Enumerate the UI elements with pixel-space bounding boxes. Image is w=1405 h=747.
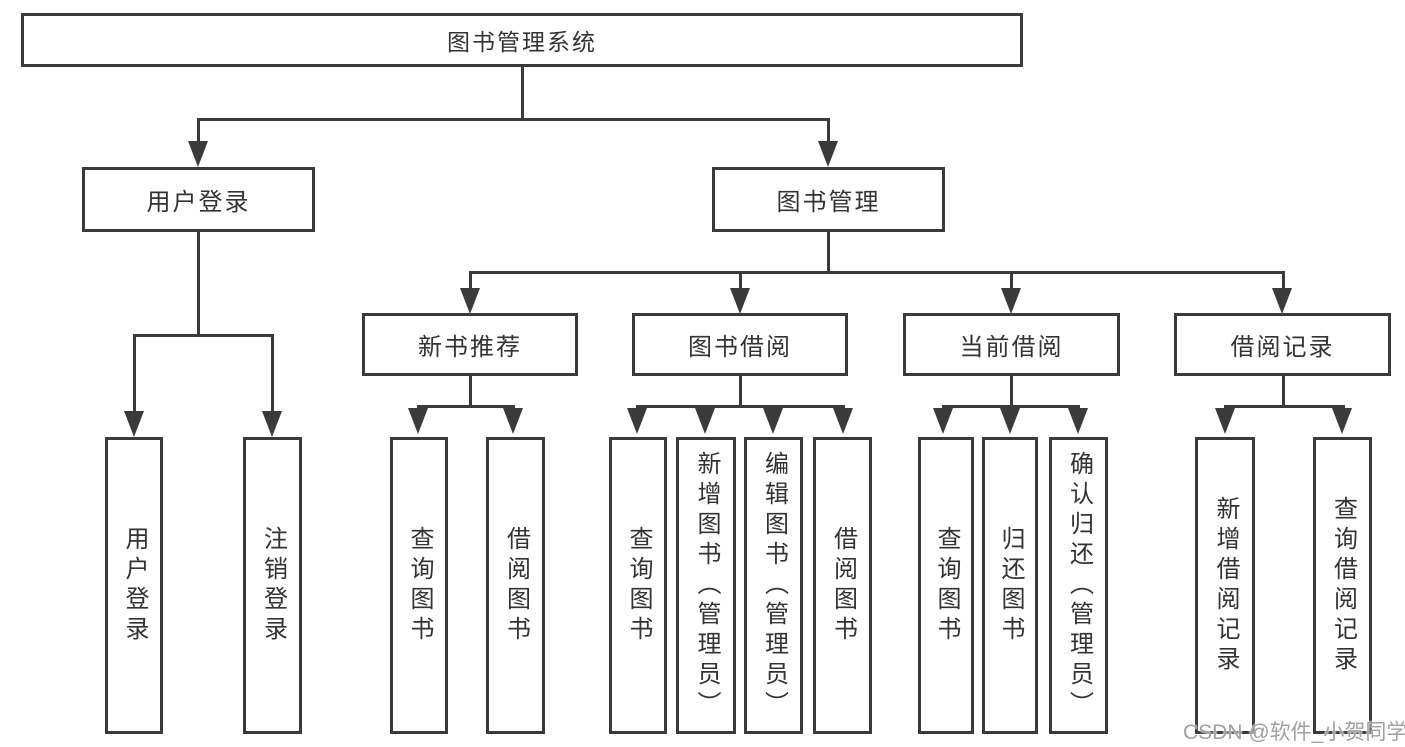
connector-line	[1282, 374, 1285, 408]
arrowhead-down-icon	[1332, 408, 1352, 434]
node-label: 新增借阅记录	[1212, 495, 1239, 676]
connector-line	[1010, 374, 1013, 408]
arrowhead-down-icon	[695, 408, 715, 434]
leaf-return-books: 归还图书	[982, 437, 1038, 734]
connector-line	[469, 271, 1285, 274]
arrowhead-down-icon	[763, 408, 783, 434]
arrowhead-down-icon	[730, 288, 750, 314]
watermark-text: CSDN @软件_小贺同学	[1183, 721, 1405, 744]
node-new-book-recommend: 新书推荐	[362, 313, 578, 376]
connector-line	[271, 334, 274, 413]
node-current-borrowing: 当前借阅	[903, 313, 1120, 376]
arrowhead-down-icon	[1001, 288, 1021, 314]
connector-line	[1010, 271, 1013, 291]
node-label: 归还图书	[997, 525, 1024, 646]
node-label: 查询图书	[406, 525, 433, 646]
connector-line	[197, 118, 200, 146]
node-book-borrowing: 图书借阅	[632, 313, 848, 376]
connector-line	[1282, 271, 1285, 291]
node-borrowing-records: 借阅记录	[1174, 313, 1391, 376]
arrowhead-down-icon	[188, 141, 208, 167]
node-label: 图书管理	[776, 189, 881, 216]
connector-line	[133, 334, 274, 337]
node-label: 用户登录	[121, 525, 148, 646]
connector-line	[739, 271, 742, 291]
node-label: 借阅图书	[502, 525, 530, 646]
node-label: 用户登录	[146, 189, 251, 216]
node-label: 新书推荐	[418, 334, 522, 361]
leaf-logout: 注销登录	[243, 437, 302, 734]
node-label: 查询借阅记录	[1329, 495, 1357, 676]
connector-line	[521, 65, 524, 121]
arrowhead-down-icon	[818, 141, 838, 167]
leaf-query-books-2: 查询图书	[609, 437, 667, 734]
arrowhead-down-icon	[124, 411, 144, 437]
leaf-user-login: 用户登录	[105, 437, 163, 734]
node-label: 图书借阅	[688, 334, 792, 361]
arrowhead-down-icon	[460, 288, 480, 314]
leaf-query-books-3: 查询图书	[918, 437, 974, 734]
connector-line	[942, 405, 1080, 408]
connector-line	[469, 374, 472, 408]
node-book-management: 图书管理	[712, 167, 945, 232]
arrowhead-down-icon	[1000, 408, 1020, 434]
connector-line	[827, 230, 830, 273]
node-label: 新增图书（管理员）	[693, 450, 720, 721]
node-label: 查询图书	[625, 525, 652, 646]
connector-line	[739, 374, 742, 408]
connector-line	[1224, 405, 1345, 408]
arrowhead-down-icon	[1068, 408, 1088, 434]
arrowhead-down-icon	[1215, 408, 1235, 434]
arrowhead-down-icon	[503, 408, 523, 434]
node-label: 查询图书	[933, 525, 960, 646]
node-label: 借阅记录	[1230, 334, 1335, 361]
node-library-management-system: 图书管理系统	[21, 13, 1023, 67]
arrowhead-down-icon	[833, 408, 853, 434]
node-label: 借阅图书	[829, 525, 857, 646]
leaf-query-books-1: 查询图书	[390, 437, 448, 734]
arrowhead-down-icon	[1272, 288, 1292, 314]
node-label: 注销登录	[259, 525, 287, 646]
arrowhead-down-icon	[408, 408, 428, 434]
arrowhead-down-icon	[262, 411, 282, 437]
node-label: 编辑图书（管理员）	[760, 450, 788, 721]
connector-line	[133, 334, 136, 413]
leaf-query-borrow-record: 查询借阅记录	[1313, 437, 1372, 734]
node-label: 确认归还（管理员）	[1065, 450, 1093, 721]
leaf-borrow-books-1: 借阅图书	[486, 437, 545, 734]
leaf-edit-books-admin: 编辑图书（管理员）	[744, 437, 803, 734]
connector-line	[469, 271, 472, 291]
arrowhead-down-icon	[933, 408, 953, 434]
connector-line	[417, 405, 515, 408]
connector-line	[636, 405, 845, 408]
leaf-add-borrow-record: 新增借阅记录	[1195, 437, 1255, 734]
leaf-borrow-books-2: 借阅图书	[813, 437, 872, 734]
connector-line	[197, 230, 200, 337]
leaf-add-books-admin: 新增图书（管理员）	[676, 437, 736, 734]
node-user-login-group: 用户登录	[82, 167, 315, 232]
arrowhead-down-icon	[627, 408, 647, 434]
connector-line	[197, 118, 830, 121]
node-label: 当前借阅	[959, 334, 1064, 361]
connector-line	[827, 118, 830, 146]
leaf-confirm-return-admin: 确认归还（管理员）	[1049, 437, 1108, 734]
node-label: 图书管理系统	[447, 29, 597, 55]
